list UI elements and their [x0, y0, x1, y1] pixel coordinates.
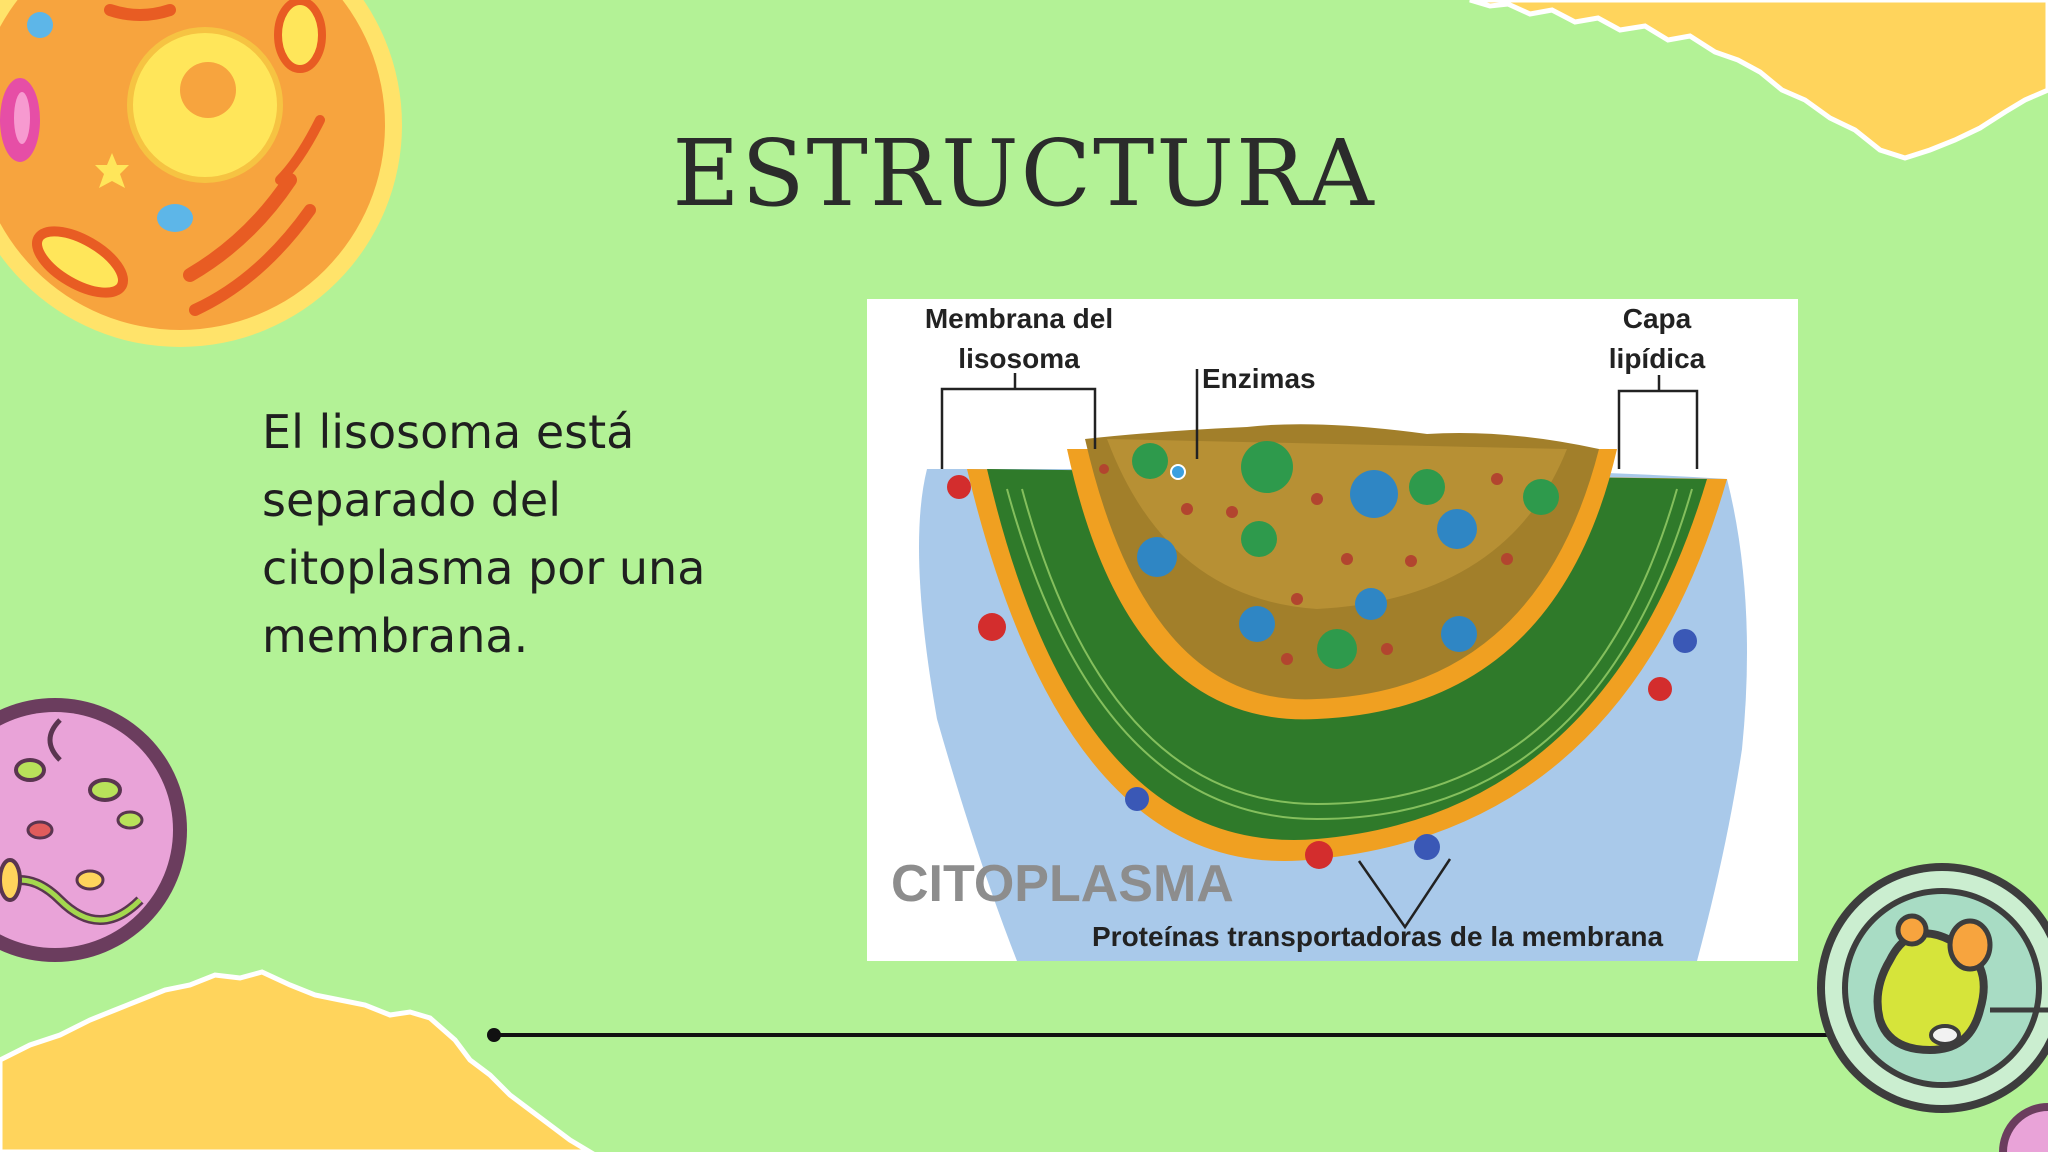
label-membrana-lisosoma: Membrana del lisosoma — [909, 299, 1129, 379]
label-proteinas-transportadoras: Proteínas transportadoras de la membrana — [1092, 921, 1664, 952]
label-enzimas: Enzimas — [1202, 363, 1316, 394]
body-text: El lisosoma está separado del citoplasma… — [262, 405, 706, 663]
lysosome-diagram: Membrana del lisosoma Enzimas Capa lipíd… — [867, 299, 1798, 961]
bacteria-cell-icon — [0, 698, 187, 962]
footer-rule-dot — [487, 1028, 501, 1042]
enzymes — [1099, 441, 1559, 669]
petri-dish-cell-icon — [1817, 863, 2048, 1152]
label-capa-line2: lipídica — [1608, 343, 1706, 374]
callout-lines — [940, 369, 1699, 930]
label-membrana-line1: Membrana del — [924, 303, 1114, 334]
label-membrana-line2: lisosoma — [958, 343, 1080, 374]
label-capa-line1: Capa — [1622, 303, 1692, 334]
torn-paper-top-right — [1469, 0, 2048, 161]
label-citoplasma: CITOPLASMA — [891, 855, 1234, 913]
animal-cell-icon — [0, 0, 402, 347]
lysosome-illustration — [919, 369, 1747, 961]
membrane-proteins — [947, 475, 1697, 869]
lipid-tails — [1006, 488, 1693, 820]
torn-paper-bottom-left — [0, 969, 595, 1152]
slide-title: ESTRUCTURA — [672, 120, 1376, 227]
label-capa-lipidica: Capa lipídica — [1597, 299, 1717, 379]
